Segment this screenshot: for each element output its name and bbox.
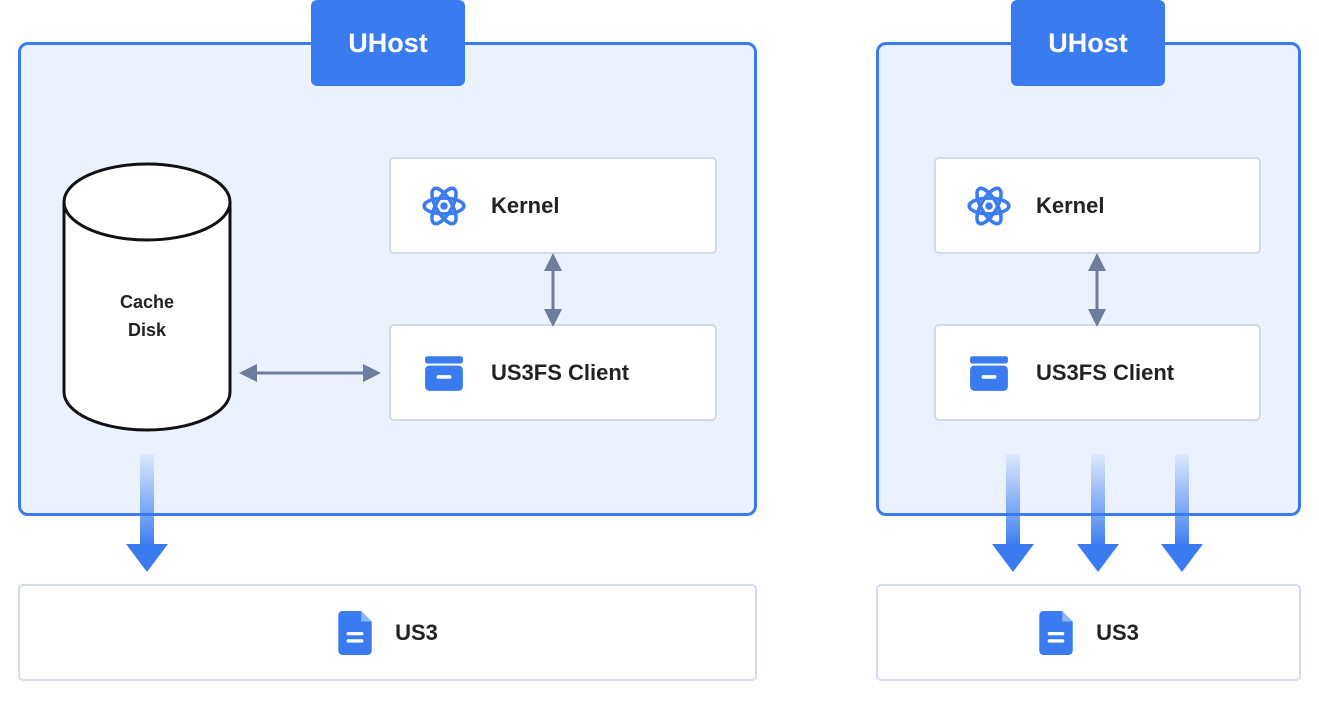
left-uhost-tab: UHost	[311, 0, 465, 86]
left-client-label: US3FS Client	[491, 359, 630, 385]
left-us3-bar: US3	[18, 584, 757, 681]
cache-disk-cylinder	[62, 162, 232, 432]
right-us3-bar: US3	[876, 584, 1301, 681]
cache-disk-line2: Disk	[127, 320, 167, 340]
left-us3-label: US3	[395, 619, 438, 645]
right-upload-arrow-2	[1077, 454, 1119, 572]
right-kernel-label: Kernel	[1036, 192, 1105, 218]
right-us3-label: US3	[1096, 619, 1139, 645]
right-uhost-tab: UHost	[1011, 0, 1165, 86]
right-upload-arrow-3	[1161, 454, 1203, 572]
left-upload-arrow	[126, 454, 168, 572]
right-client-card: US3FS Client	[934, 324, 1261, 421]
cache-disk-label: Cache Disk	[62, 288, 232, 344]
left-client-card: US3FS Client	[389, 324, 717, 421]
right-client-label: US3FS Client	[1036, 359, 1175, 385]
left-kernel-label: Kernel	[491, 192, 560, 218]
cache-disk-line1: Cache	[119, 292, 175, 312]
right-upload-arrow-1	[992, 454, 1034, 572]
